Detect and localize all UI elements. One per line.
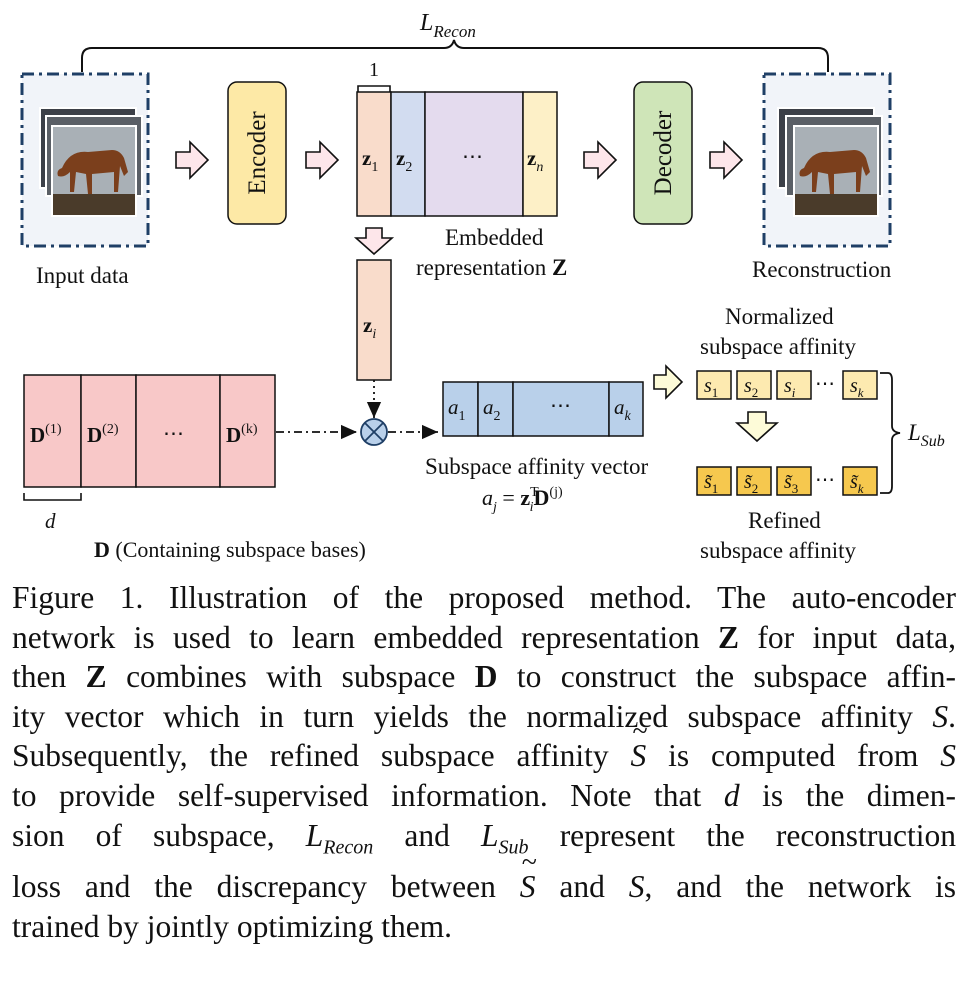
sub-loss-label: LSub — [907, 420, 945, 450]
refined-affinity: s̃1 s̃2 s̃3 ⋯ s̃k — [696, 466, 878, 496]
decoder-label: Decoder — [650, 110, 677, 195]
d-caption: D (Containing subspace bases) — [94, 537, 366, 562]
refined-label-line1: Refined — [748, 508, 821, 533]
subspace-bases-matrix: D(1) D(2) ⋯ D(k) — [23, 374, 276, 488]
d-dimension-label: d — [45, 509, 56, 533]
normalized-label-line2: subspace affinity — [700, 334, 857, 359]
d-dimension-brace: d — [23, 493, 82, 533]
recon-loss-brace — [81, 39, 829, 72]
a-cell-k: ak — [614, 395, 632, 424]
s-tilde-cell-2: s̃2 — [744, 471, 758, 496]
z-cell-n: zn — [527, 146, 543, 175]
caption-line-4: ity vector which in turn yields the norm… — [12, 698, 956, 734]
d-cell-k: D(k) — [226, 422, 258, 447]
normalized-affinity: s1 s2 si ⋯ sk — [696, 370, 878, 400]
s-tilde-cell-k: s̃k — [850, 471, 864, 496]
refined-label-line2: subspace affinity — [700, 538, 857, 563]
width-marker-label: 1 — [369, 59, 379, 81]
caption-line-5: Subsequently, the refined subspace affin… — [12, 713, 956, 776]
a-cell-1: a1 — [448, 395, 466, 424]
s-cell-k: sk — [850, 375, 864, 400]
zi-label: zi — [363, 313, 376, 342]
z-cell-1: z1 — [362, 146, 378, 175]
s-cell-1: s1 — [704, 375, 718, 400]
embedded-representation: z1 z2 ⋯ zn — [356, 91, 558, 217]
caption-line-9: trained by jointly optimizing them. — [12, 909, 453, 945]
d-cell-ellipsis: ⋯ — [163, 421, 184, 445]
embedded-label-line2: representation Z — [416, 255, 567, 280]
z-cell-2: z2 — [396, 146, 412, 175]
caption-line-1: Figure 1. Illustration of the proposed m… — [12, 580, 956, 615]
arrow-z-to-zi — [353, 227, 395, 256]
input-data-label: Input data — [36, 263, 129, 288]
affinity-vector: a1 a2 ⋯ ak — [442, 381, 644, 437]
product-operator-icon — [360, 418, 388, 446]
embedded-label-line1: Embedded — [445, 225, 544, 250]
reconstruction-label: Reconstruction — [752, 257, 892, 282]
encoder-label: Encoder — [244, 111, 271, 195]
arrow-normalized-to-refined — [734, 411, 780, 443]
figure-caption: Figure 1. Illustration of the proposed m… — [12, 578, 956, 947]
affinity-vector-label: Subspace affinity vector — [425, 454, 648, 479]
arrow-decoder-to-output — [709, 140, 744, 180]
input-data-frame — [20, 72, 150, 248]
recon-loss-label: LRecon — [419, 10, 476, 41]
s-cell-2: s2 — [744, 375, 758, 400]
decoder-block: Decoder — [633, 81, 693, 225]
sub-loss-brace — [880, 372, 901, 494]
s-cell-i: si — [784, 375, 796, 400]
caption-line-3: then Z combines with subspace D to const… — [12, 659, 957, 695]
d-cell-1: D(1) — [30, 422, 62, 447]
caption-line-8: loss and the discrepancy between S and S… — [12, 844, 956, 907]
horse-image — [51, 125, 137, 217]
arrow-input-to-encoder — [175, 140, 210, 180]
caption-line-2: network is used to learn embedded repres… — [12, 619, 957, 655]
arrow-z-to-decoder — [583, 140, 618, 180]
z-cell-ellipsis: ⋯ — [462, 144, 483, 168]
method-figure: LRecon Input data Encoder 1 — [20, 10, 945, 563]
d-cell-2: D(2) — [87, 422, 119, 447]
s-tilde-cell-1: s̃1 — [704, 471, 718, 496]
caption-line-6: to provide self-supervised information. … — [12, 777, 956, 813]
normalized-label-line1: Normalized — [725, 304, 834, 329]
arrow-affinity-to-normalized — [653, 364, 684, 400]
encoder-block: Encoder — [227, 81, 287, 225]
s-tilde-cell-3: s̃3 — [784, 471, 798, 496]
s-cell-ellipsis: ⋯ — [815, 373, 835, 395]
a-cell-2: a2 — [483, 395, 501, 424]
a-cell-ellipsis: ⋯ — [550, 393, 571, 417]
reconstructed-horse-image — [793, 125, 879, 217]
arrow-encoder-to-z — [305, 140, 340, 180]
reconstruction-frame — [762, 72, 892, 248]
s-tilde-cell-ellipsis: ⋯ — [815, 469, 835, 491]
caption-line-7: sion of subspace, LRecon and LSub repres… — [12, 817, 957, 858]
width-marker: 1 — [357, 59, 391, 93]
zi-vector: zi — [356, 259, 392, 381]
